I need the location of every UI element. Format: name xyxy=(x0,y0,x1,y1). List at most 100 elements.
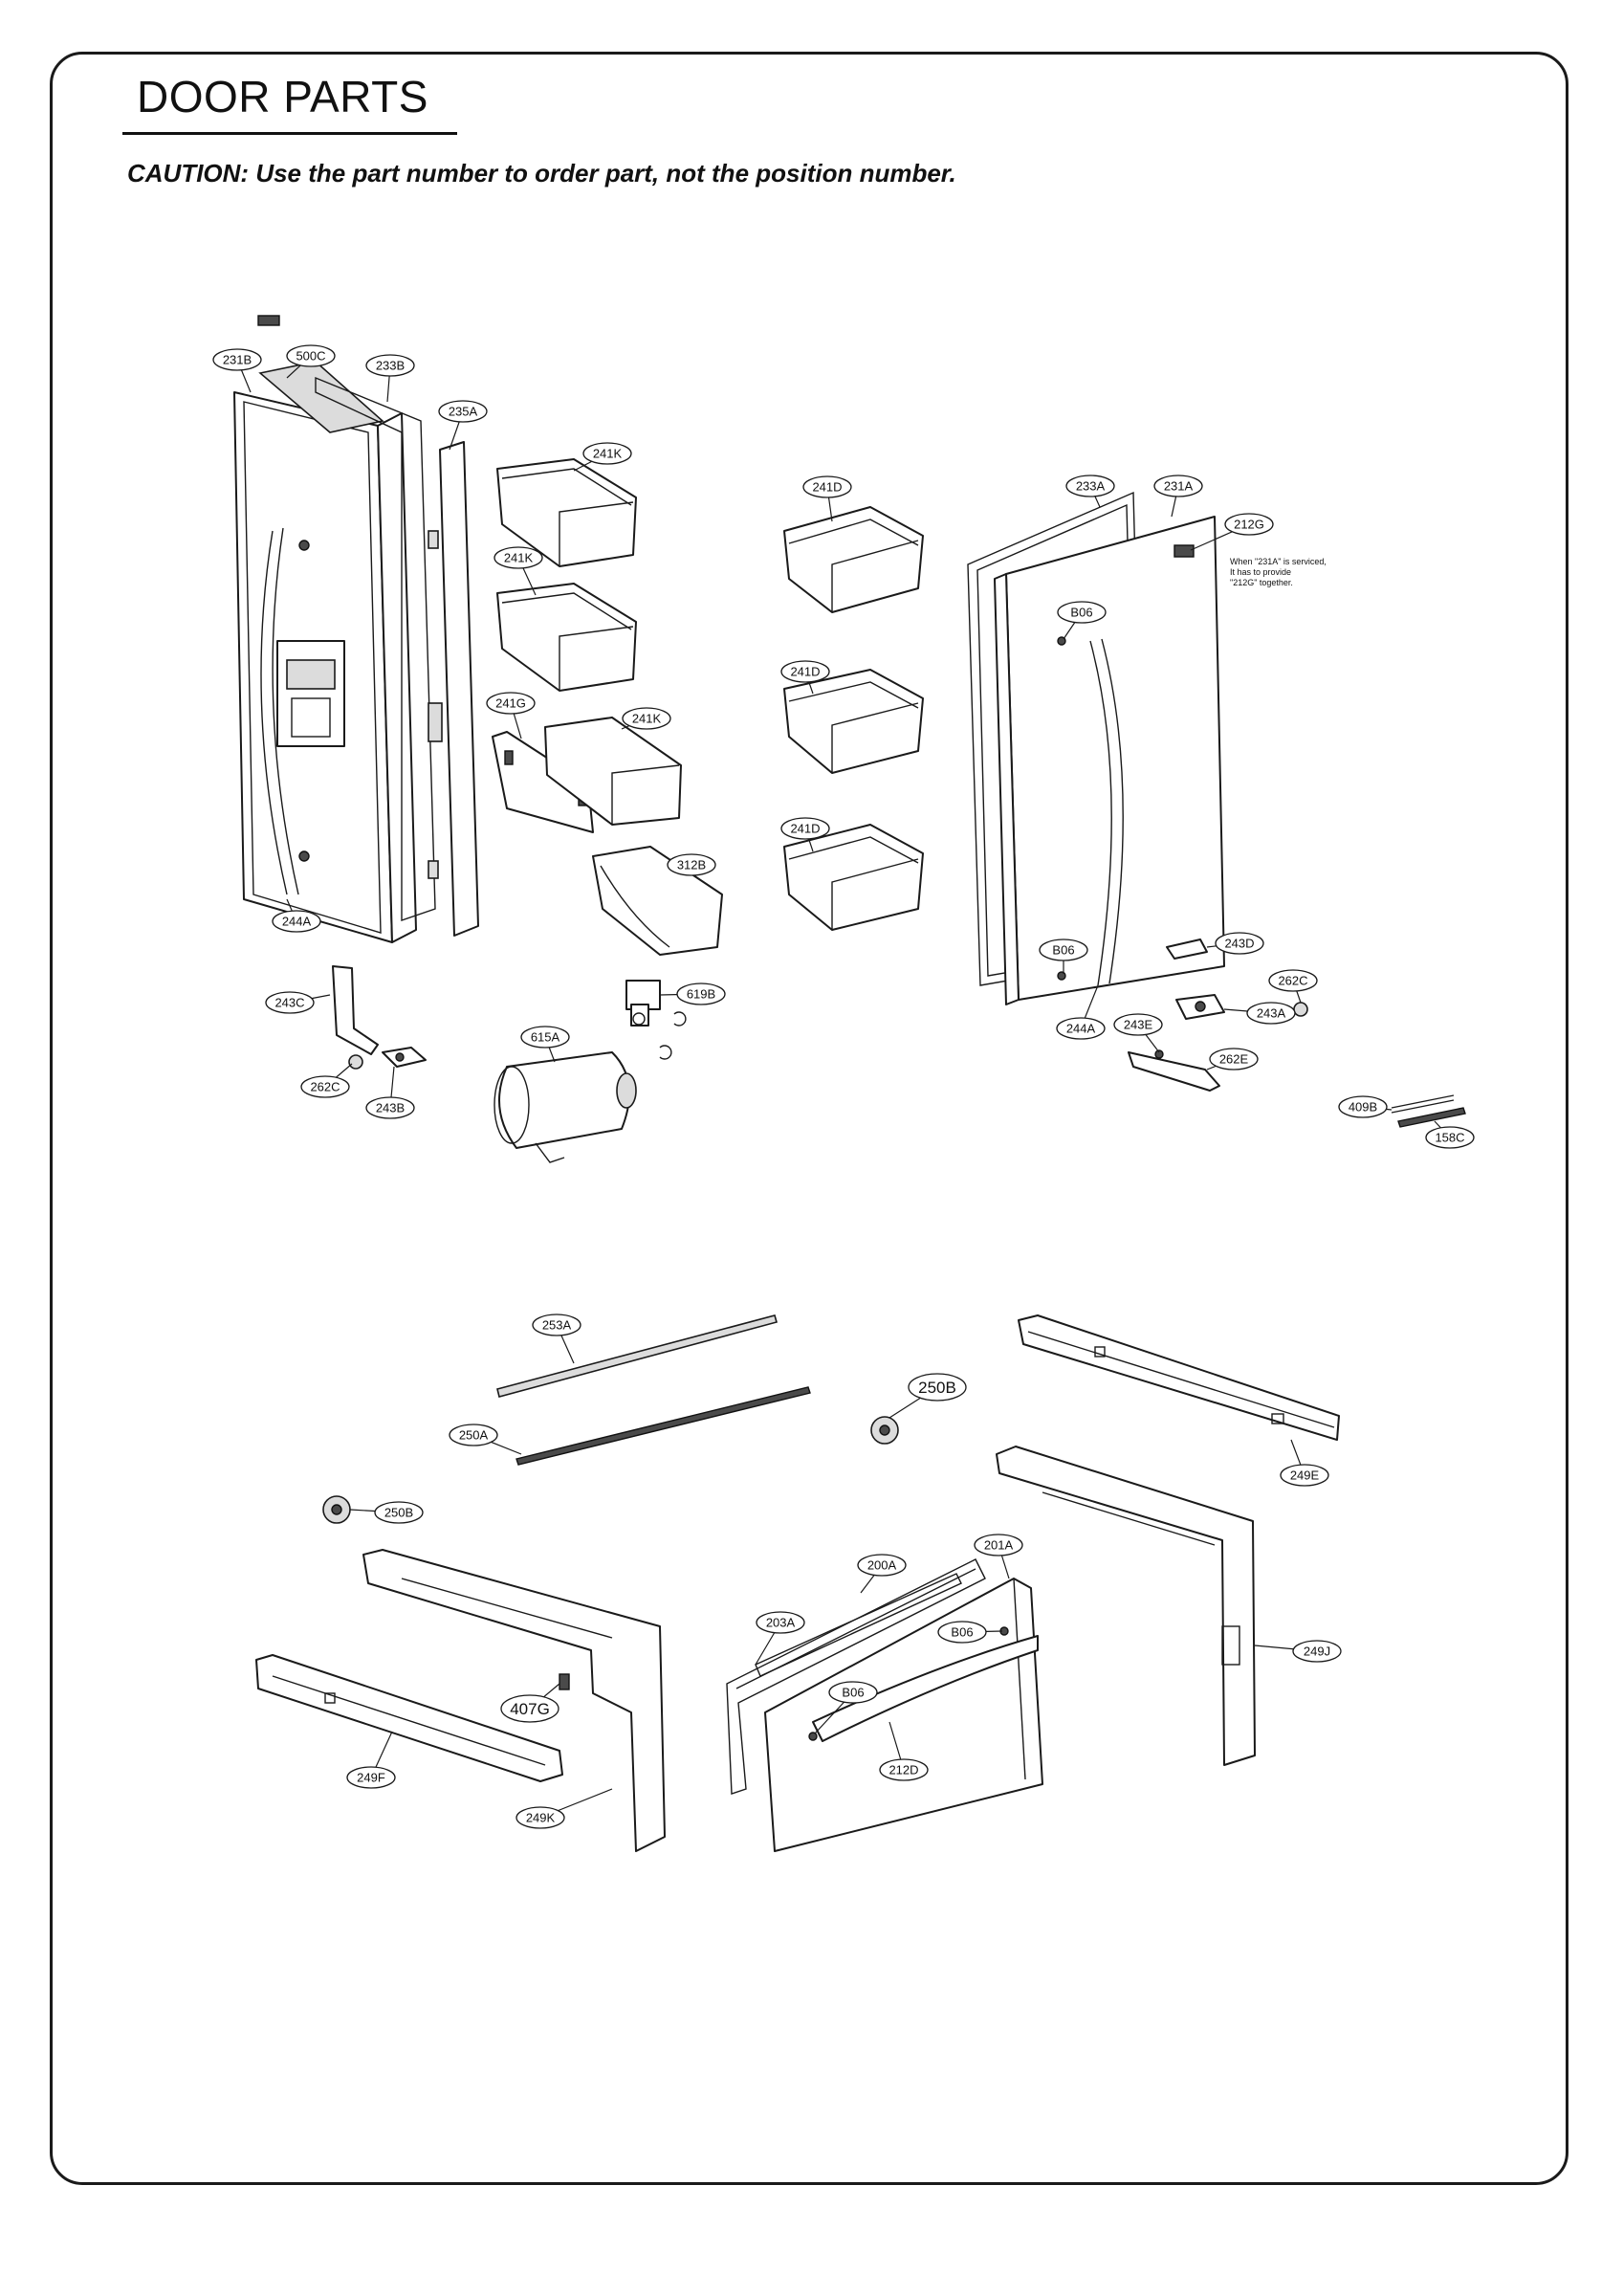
callout-label: 201A xyxy=(984,1538,1014,1553)
callout-label: 203A xyxy=(766,1616,796,1630)
callout-label: 241D xyxy=(790,665,820,679)
callout-253a: 253A xyxy=(532,1314,581,1364)
callout-312b: 312B xyxy=(667,853,716,876)
callout-bubble xyxy=(1065,475,1115,497)
callout-label: 249F xyxy=(357,1771,385,1785)
callout-bubble xyxy=(582,442,632,465)
strip-158C xyxy=(1397,1107,1466,1128)
water-valve-619B xyxy=(625,980,687,1060)
callout-262c: 262C xyxy=(1268,969,1318,1004)
drawer-frame-200A xyxy=(755,1573,962,1677)
service-note-line-2: It has to provide xyxy=(1230,567,1291,577)
callout-label: B06 xyxy=(1052,943,1074,958)
callout-619b: 619B xyxy=(659,982,726,1005)
callout-244a: 244A xyxy=(272,898,321,933)
callout-243e: 243E xyxy=(1113,1013,1163,1053)
callout-bubble xyxy=(1268,969,1318,992)
callout-label: 212D xyxy=(888,1763,918,1777)
service-note-line-1: When "231A" is serviced, xyxy=(1230,557,1327,566)
callout-bubble xyxy=(676,982,726,1005)
door-bin-241K-2 xyxy=(496,583,637,692)
callout-243d: 243D xyxy=(1206,932,1264,955)
callout-407g: 407G xyxy=(500,1683,560,1723)
callout-label: 243B xyxy=(376,1101,405,1115)
callout-249k: 249K xyxy=(515,1788,613,1829)
rail-253A xyxy=(496,1314,778,1398)
callout-bubble xyxy=(1056,1017,1106,1040)
callout-label: 244A xyxy=(282,915,312,929)
callout-bubble xyxy=(212,348,262,371)
hinge-243D xyxy=(1166,938,1208,960)
door-bin-241D-1 xyxy=(783,506,924,613)
callout-bubble xyxy=(365,354,415,377)
callout-243b: 243B xyxy=(365,1066,415,1119)
gear-250B-left xyxy=(322,1495,351,1524)
callout-bubble xyxy=(286,344,336,367)
callout-label: 241K xyxy=(504,551,534,565)
callout-label: 243C xyxy=(274,996,304,1010)
callout-bubble xyxy=(346,1766,396,1789)
callout-bubble xyxy=(622,707,671,730)
callout-249e: 249E xyxy=(1280,1439,1329,1487)
callout-bubble xyxy=(1215,932,1264,955)
callout-200a: 200A xyxy=(857,1554,907,1594)
bracket-249K xyxy=(362,1549,666,1852)
callout-bubble xyxy=(667,853,716,876)
callout-262e: 262E xyxy=(1206,1048,1259,1071)
callout-bubble xyxy=(974,1534,1023,1556)
callout-241d: 241D xyxy=(780,817,830,852)
callout-249f: 249F xyxy=(346,1731,396,1789)
callout-250b: 250B xyxy=(888,1373,967,1419)
callout-bubble xyxy=(937,1621,987,1644)
callout-bubble xyxy=(1209,1048,1259,1071)
callout-bubble xyxy=(780,660,830,683)
callout-231b: 231B xyxy=(212,348,262,393)
callout-bubble xyxy=(515,1806,565,1829)
callout-label: 243A xyxy=(1257,1006,1286,1021)
left-door-assembly xyxy=(233,361,417,943)
hinge-bracket-243C xyxy=(332,965,379,1055)
callout-212g: 212G xyxy=(1190,513,1274,551)
callout-233a: 233A xyxy=(1065,475,1115,508)
callout-label: 249K xyxy=(526,1811,556,1825)
callout-label: 249J xyxy=(1304,1645,1330,1659)
callout-212d: 212D xyxy=(879,1721,929,1781)
door-rail-235A xyxy=(428,441,479,937)
callout-label: 158C xyxy=(1435,1131,1464,1145)
callout-500c: 500C xyxy=(286,344,336,379)
callout-label: 262C xyxy=(1278,974,1307,988)
callout-label: 200A xyxy=(867,1558,897,1573)
callout-bubble xyxy=(1292,1640,1342,1663)
callout-label: 233A xyxy=(1076,479,1106,494)
callout-bubble xyxy=(272,910,321,933)
callout-label: 253A xyxy=(542,1318,572,1333)
callout-bubble xyxy=(520,1026,570,1049)
callout-241d: 241D xyxy=(802,475,852,522)
callout-bubble xyxy=(449,1424,498,1446)
callout-bubble xyxy=(1039,938,1088,961)
door-bin-241D-2 xyxy=(783,669,924,774)
callout-label: 233B xyxy=(376,359,405,373)
callout-bubble xyxy=(780,817,830,840)
callout-bubble xyxy=(1338,1095,1388,1118)
callout-label: 235A xyxy=(449,405,478,419)
callout-bubble xyxy=(532,1314,581,1336)
callout-262c: 262C xyxy=(300,1063,353,1098)
door-gasket-233B xyxy=(315,376,436,921)
callout-label: 249E xyxy=(1290,1468,1320,1483)
callout-bubble xyxy=(438,400,488,423)
title-underline xyxy=(122,132,457,135)
callout-409b: 409B xyxy=(1338,1095,1393,1118)
callout-b06: B06 xyxy=(1057,601,1107,640)
door-bin-241K-1 xyxy=(496,458,637,567)
callout-243c: 243C xyxy=(265,991,331,1014)
right-door-assembly xyxy=(967,491,1225,1005)
callout-bubble xyxy=(857,1554,907,1577)
callout-label: 241K xyxy=(593,447,623,461)
caution-note: CAUTION: Use the part number to order pa… xyxy=(127,159,956,188)
callout-bubble xyxy=(265,991,315,1014)
rail-250A xyxy=(515,1386,811,1466)
bracket-249J xyxy=(996,1446,1256,1766)
ice-motor-615A xyxy=(493,1051,637,1163)
